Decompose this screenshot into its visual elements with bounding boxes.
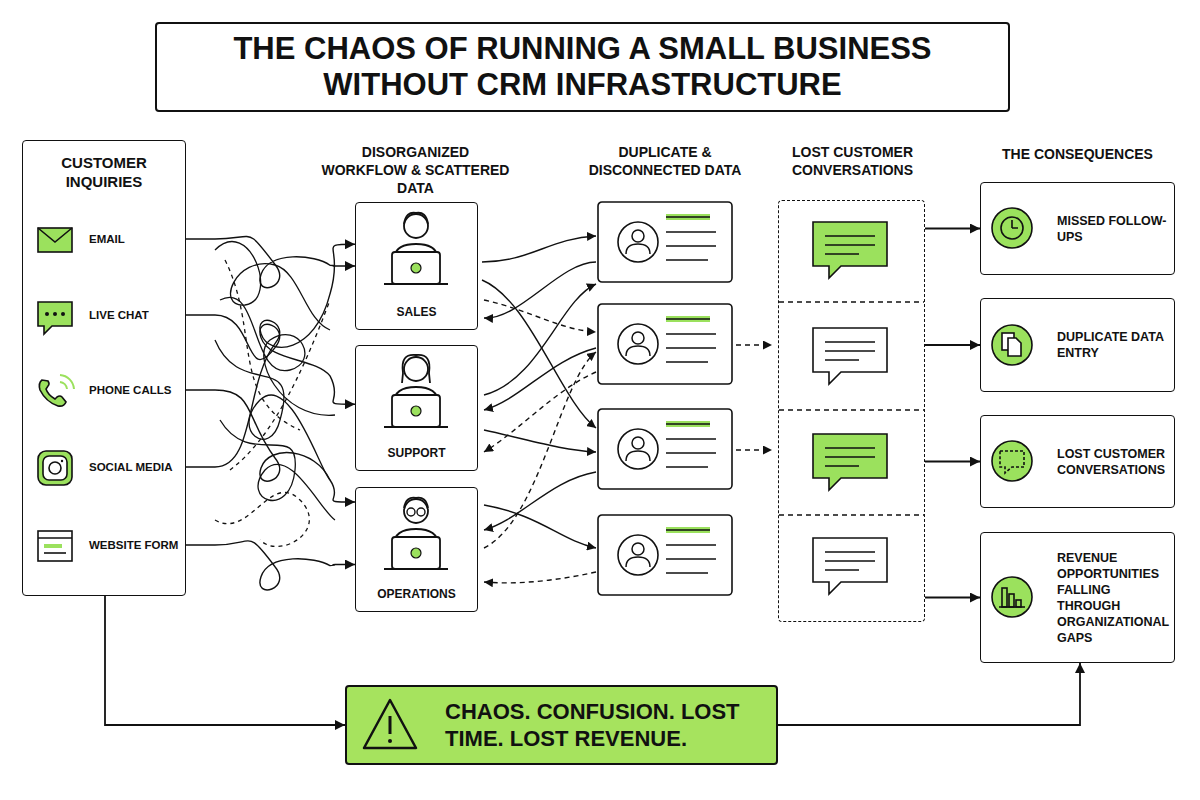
data-arrows <box>484 348 596 410</box>
column-heading: THE CONSEQUENCES <box>980 145 1175 163</box>
data-arrows <box>484 430 596 452</box>
node-text: OPERATIONS <box>356 587 477 601</box>
channel-item: SOCIAL MEDIA <box>33 447 185 487</box>
column-heading: DUPLICATE & DISCONNECTED DATA <box>585 143 745 179</box>
record-cards <box>598 202 732 282</box>
tangled-lines <box>215 492 309 546</box>
data-arrows <box>736 449 772 450</box>
connector-arrow <box>925 228 980 230</box>
node-text: LOST CUSTOMER CONVERSATIONS <box>1057 446 1171 478</box>
team-box: SALES <box>355 202 478 330</box>
summary-banner: CHAOS. CONFUSION. LOST TIME. LOST REVENU… <box>345 685 778 765</box>
channel-item: LIVE CHAT <box>33 295 185 335</box>
node-text: WEBSITE FORM <box>89 525 178 565</box>
channel-item: WEBSITE FORM <box>33 525 185 565</box>
channel-item: PHONE CALLS <box>33 370 185 410</box>
data-arrows <box>484 262 596 318</box>
connector-arrow <box>185 244 355 467</box>
title-text: THE CHAOS OF RUNNING A SMALL BUSINESS WI… <box>183 31 983 103</box>
data-arrows <box>484 284 596 395</box>
consequence-box: MISSED FOLLOW-UPS <box>980 182 1175 275</box>
data-arrows <box>484 352 596 548</box>
connector-arrow <box>778 663 1080 725</box>
title-box: THE CHAOS OF RUNNING A SMALL BUSINESS WI… <box>155 22 1010 112</box>
consequence-box: REVENUE OPPORTUNITIES FALLING THROUGH OR… <box>980 532 1175 663</box>
tangled-lines <box>225 260 300 430</box>
data-arrows <box>482 236 772 583</box>
node-text: CUSTOMER INQUIRIES <box>23 153 185 191</box>
data-arrows <box>484 505 596 548</box>
node-text: MISSED FOLLOW-UPS <box>1057 213 1171 245</box>
consequence-box: DUPLICATE DATA ENTRY <box>980 298 1175 392</box>
consequence-box: LOST CUSTOMER CONVERSATIONS <box>980 415 1175 508</box>
node-text: SOCIAL MEDIA <box>89 447 173 487</box>
lost-conversations-box: LOST CUSTOMER CONVERSATIONS <box>778 200 925 622</box>
node-text: LOST CUSTOMER CONVERSATIONS <box>769 143 936 179</box>
record-cards <box>598 515 732 595</box>
connector-arrow <box>925 344 980 346</box>
tangled-lines <box>215 242 330 330</box>
node-text: DUPLICATE DATA ENTRY <box>1057 329 1171 361</box>
tangled-lines <box>220 420 335 520</box>
channel-panel: CUSTOMER INQUIRIES EMAIL LIVE CHAT PHONE CA… <box>22 140 186 596</box>
tangled-lines <box>220 297 335 415</box>
team-box: OPERATIONS <box>355 487 478 612</box>
tangled-lines <box>215 242 335 547</box>
connector-arrow <box>185 315 355 404</box>
tangled-lines <box>215 340 330 480</box>
team-box: SUPPORT <box>355 345 478 471</box>
connector-arrow <box>185 236 355 287</box>
column-heading: DISORGANIZED WORKFLOW & SCATTERED DATA <box>318 143 513 197</box>
data-arrows <box>484 572 596 583</box>
connector-arrow <box>185 390 355 502</box>
connector-arrow <box>925 597 980 599</box>
record-cards <box>598 409 732 489</box>
data-arrows <box>482 236 596 262</box>
data-arrows <box>484 300 596 332</box>
data-arrows <box>736 344 772 345</box>
data-arrows <box>484 472 596 530</box>
tangled-lines <box>230 300 330 470</box>
node-text: LIVE CHAT <box>89 295 149 335</box>
connector-arrow <box>185 541 355 590</box>
node-text: REVENUE OPPORTUNITIES FALLING THROUGH OR… <box>1057 550 1171 646</box>
record-cards <box>598 304 732 384</box>
data-arrows <box>482 280 596 428</box>
data-arrows <box>484 372 596 452</box>
node-text: SALES <box>356 305 477 319</box>
node-text: SUPPORT <box>356 446 477 460</box>
node-text: PHONE CALLS <box>89 370 171 410</box>
connector-arrow <box>925 461 980 463</box>
node-text: EMAIL <box>89 219 125 259</box>
channel-item: EMAIL <box>33 219 185 259</box>
connector-arrow <box>105 596 345 725</box>
node-text: CHAOS. CONFUSION. LOST TIME. LOST REVENU… <box>445 698 765 752</box>
record-cards <box>598 202 732 595</box>
